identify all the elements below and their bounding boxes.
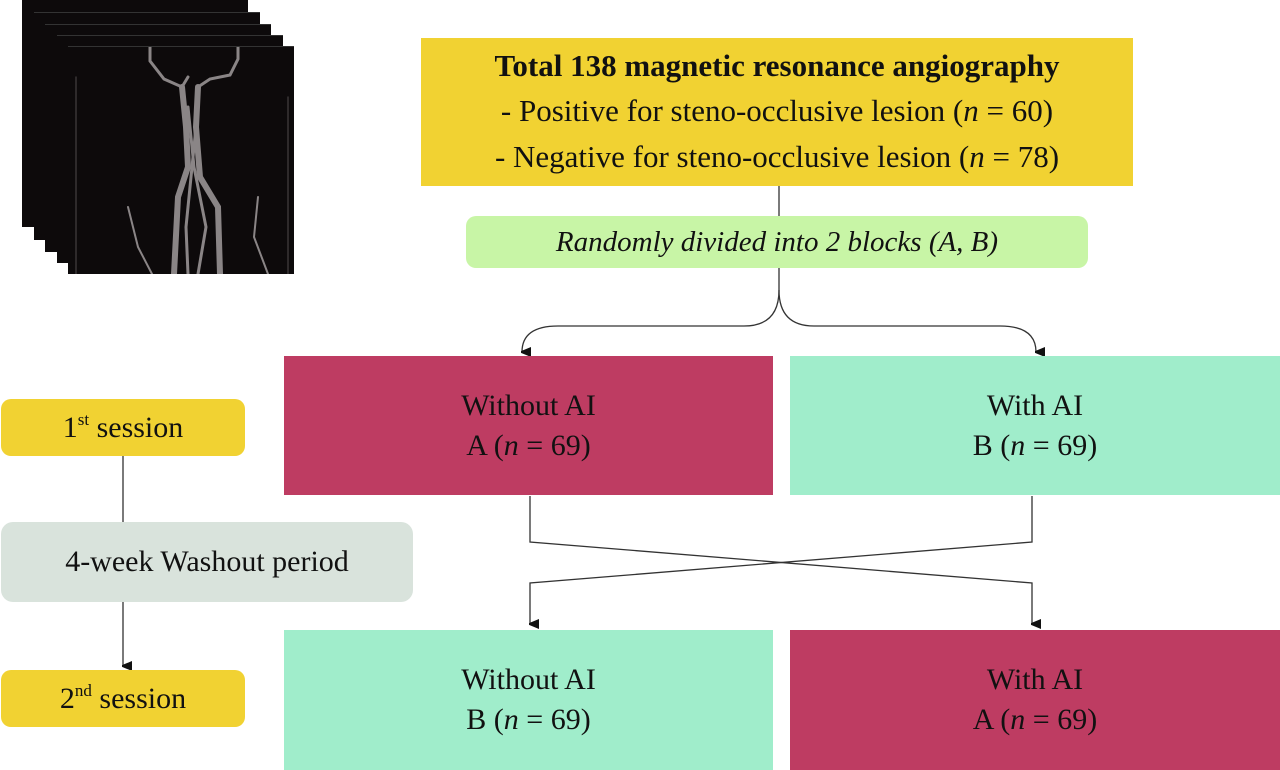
group-count: B (n = 69) <box>972 428 1098 462</box>
connector-split-left <box>522 268 780 352</box>
connector-cross-b <box>530 496 1033 624</box>
first-session-box: 1st session <box>1 399 245 456</box>
washout-period-label: 4-week Washout period <box>65 545 349 578</box>
washout-period-box: 4-week Washout period <box>1 522 413 602</box>
group-title: With AI <box>986 663 1084 696</box>
group-title: With AI <box>986 388 1084 422</box>
mra-slice <box>68 45 294 277</box>
session1-with-ai-box: With AI B (n = 69) <box>790 356 1280 495</box>
total-mra-box: Total 138 magnetic resonance angiography… <box>421 38 1133 186</box>
second-session-label: 2nd session <box>59 680 187 715</box>
total-mra-title: Total 138 magnetic resonance angiography <box>494 48 1060 83</box>
randomization-box: Randomly divided into 2 blocks (A, B) <box>466 216 1088 268</box>
group-count: A (n = 69) <box>466 428 591 462</box>
randomization-label: Randomly divided into 2 blocks (A, B) <box>555 226 999 258</box>
positive-line: - Positive for steno-occlusive lesion (n… <box>500 93 1054 128</box>
group-count: B (n = 69) <box>466 703 591 736</box>
second-session-box: 2nd session <box>1 670 245 727</box>
group-title: Without AI <box>461 388 596 422</box>
negative-line: - Negative for steno-occlusive lesion (n… <box>494 139 1060 174</box>
vessel-icon <box>75 45 289 277</box>
session1-without-ai-box: Without AI A (n = 69) <box>284 356 773 495</box>
first-session-label: 1st session <box>62 409 184 444</box>
session2-with-ai-box: With AI A (n = 69) <box>790 630 1280 770</box>
connector-cross-a <box>529 496 1032 624</box>
group-title: Without AI <box>461 663 596 696</box>
connector-split-right <box>778 289 1036 352</box>
group-count: A (n = 69) <box>972 703 1098 736</box>
session2-without-ai-box: Without AI B (n = 69) <box>284 630 773 770</box>
